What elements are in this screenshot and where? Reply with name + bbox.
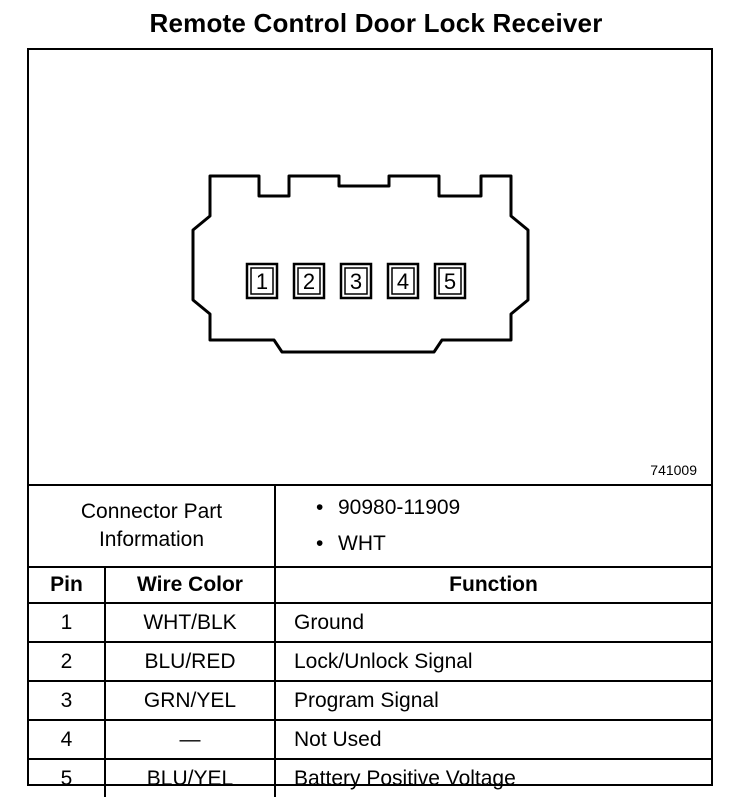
connector-pin-5: 5 (433, 262, 467, 300)
wire-color-cell: WHT/BLK (104, 602, 276, 643)
header-function: Function (274, 566, 711, 604)
connector-table: Connector Part Information • 90980-11909 … (29, 484, 711, 797)
table-row: 1 WHT/BLK Ground (29, 602, 711, 643)
table-row: 2 BLU/RED Lock/Unlock Signal (29, 641, 711, 682)
wire-color-cell: BLU/RED (104, 641, 276, 682)
function-cell: Lock/Unlock Signal (274, 641, 711, 682)
table-row: 4 — Not Used (29, 719, 711, 760)
connector-color-value: WHT (338, 532, 386, 555)
wire-color-cell: BLU/YEL (104, 758, 276, 797)
connector-pin-2: 2 (292, 262, 326, 300)
connector-pin-1: 1 (245, 262, 279, 300)
connector-info-values: • 90980-11909 • WHT (274, 484, 711, 568)
pin-cell: 1 (29, 602, 106, 643)
function-cell: Battery Positive Voltage (274, 758, 711, 797)
pin-cell: 2 (29, 641, 106, 682)
pin-number: 2 (303, 269, 315, 294)
pin-box (339, 262, 373, 300)
connector-color: • WHT (316, 526, 711, 562)
pin-box-inner (438, 267, 462, 295)
connector-part-number: • 90980-11909 (316, 490, 711, 526)
wire-color-cell: GRN/YEL (104, 680, 276, 721)
wire-color-cell: — (104, 719, 276, 760)
header-wire-color: Wire Color (104, 566, 276, 604)
pin-box-inner (250, 267, 274, 295)
function-cell: Ground (274, 602, 711, 643)
connector-drawing: 1 2 3 4 5 (191, 174, 530, 354)
connector-pin-4: 4 (386, 262, 420, 300)
connector-info-row: Connector Part Information • 90980-11909 … (29, 484, 711, 568)
page-title: Remote Control Door Lock Receiver (149, 8, 603, 38)
diagram-id: 741009 (650, 462, 697, 478)
connector-pins: 1 2 3 4 5 (245, 262, 467, 300)
part-number-value: 90980-11909 (338, 496, 461, 519)
connector-outline (191, 174, 530, 354)
connector-info-label-line2: Information (98, 528, 205, 551)
connector-pin-3: 3 (339, 262, 373, 300)
header-pin: Pin (29, 566, 106, 604)
table-row: 3 GRN/YEL Program Signal (29, 680, 711, 721)
pin-number: 1 (256, 269, 268, 294)
connector-info-label: Connector Part Information (29, 484, 276, 568)
connector-diagram: 1 2 3 4 5 741009 (29, 50, 711, 484)
connector-info-label-line1: Connector Part (80, 500, 223, 523)
pin-box-inner (344, 267, 368, 295)
function-cell: Not Used (274, 719, 711, 760)
pin-box (386, 262, 420, 300)
pin-cell: 5 (29, 758, 106, 797)
pin-box (433, 262, 467, 300)
function-cell: Program Signal (274, 680, 711, 721)
table-header-row: Pin Wire Color Function (29, 566, 711, 604)
pin-cell: 3 (29, 680, 106, 721)
pin-number: 5 (444, 269, 456, 294)
pin-box (292, 262, 326, 300)
pin-box-inner (297, 267, 321, 295)
pin-box-inner (391, 267, 415, 295)
pin-box (245, 262, 279, 300)
pin-number: 3 (350, 269, 362, 294)
bullet: • (316, 496, 324, 519)
bullet: • (316, 532, 324, 555)
pin-number: 4 (397, 269, 409, 294)
pin-cell: 4 (29, 719, 106, 760)
table-row: 5 BLU/YEL Battery Positive Voltage (29, 758, 711, 797)
